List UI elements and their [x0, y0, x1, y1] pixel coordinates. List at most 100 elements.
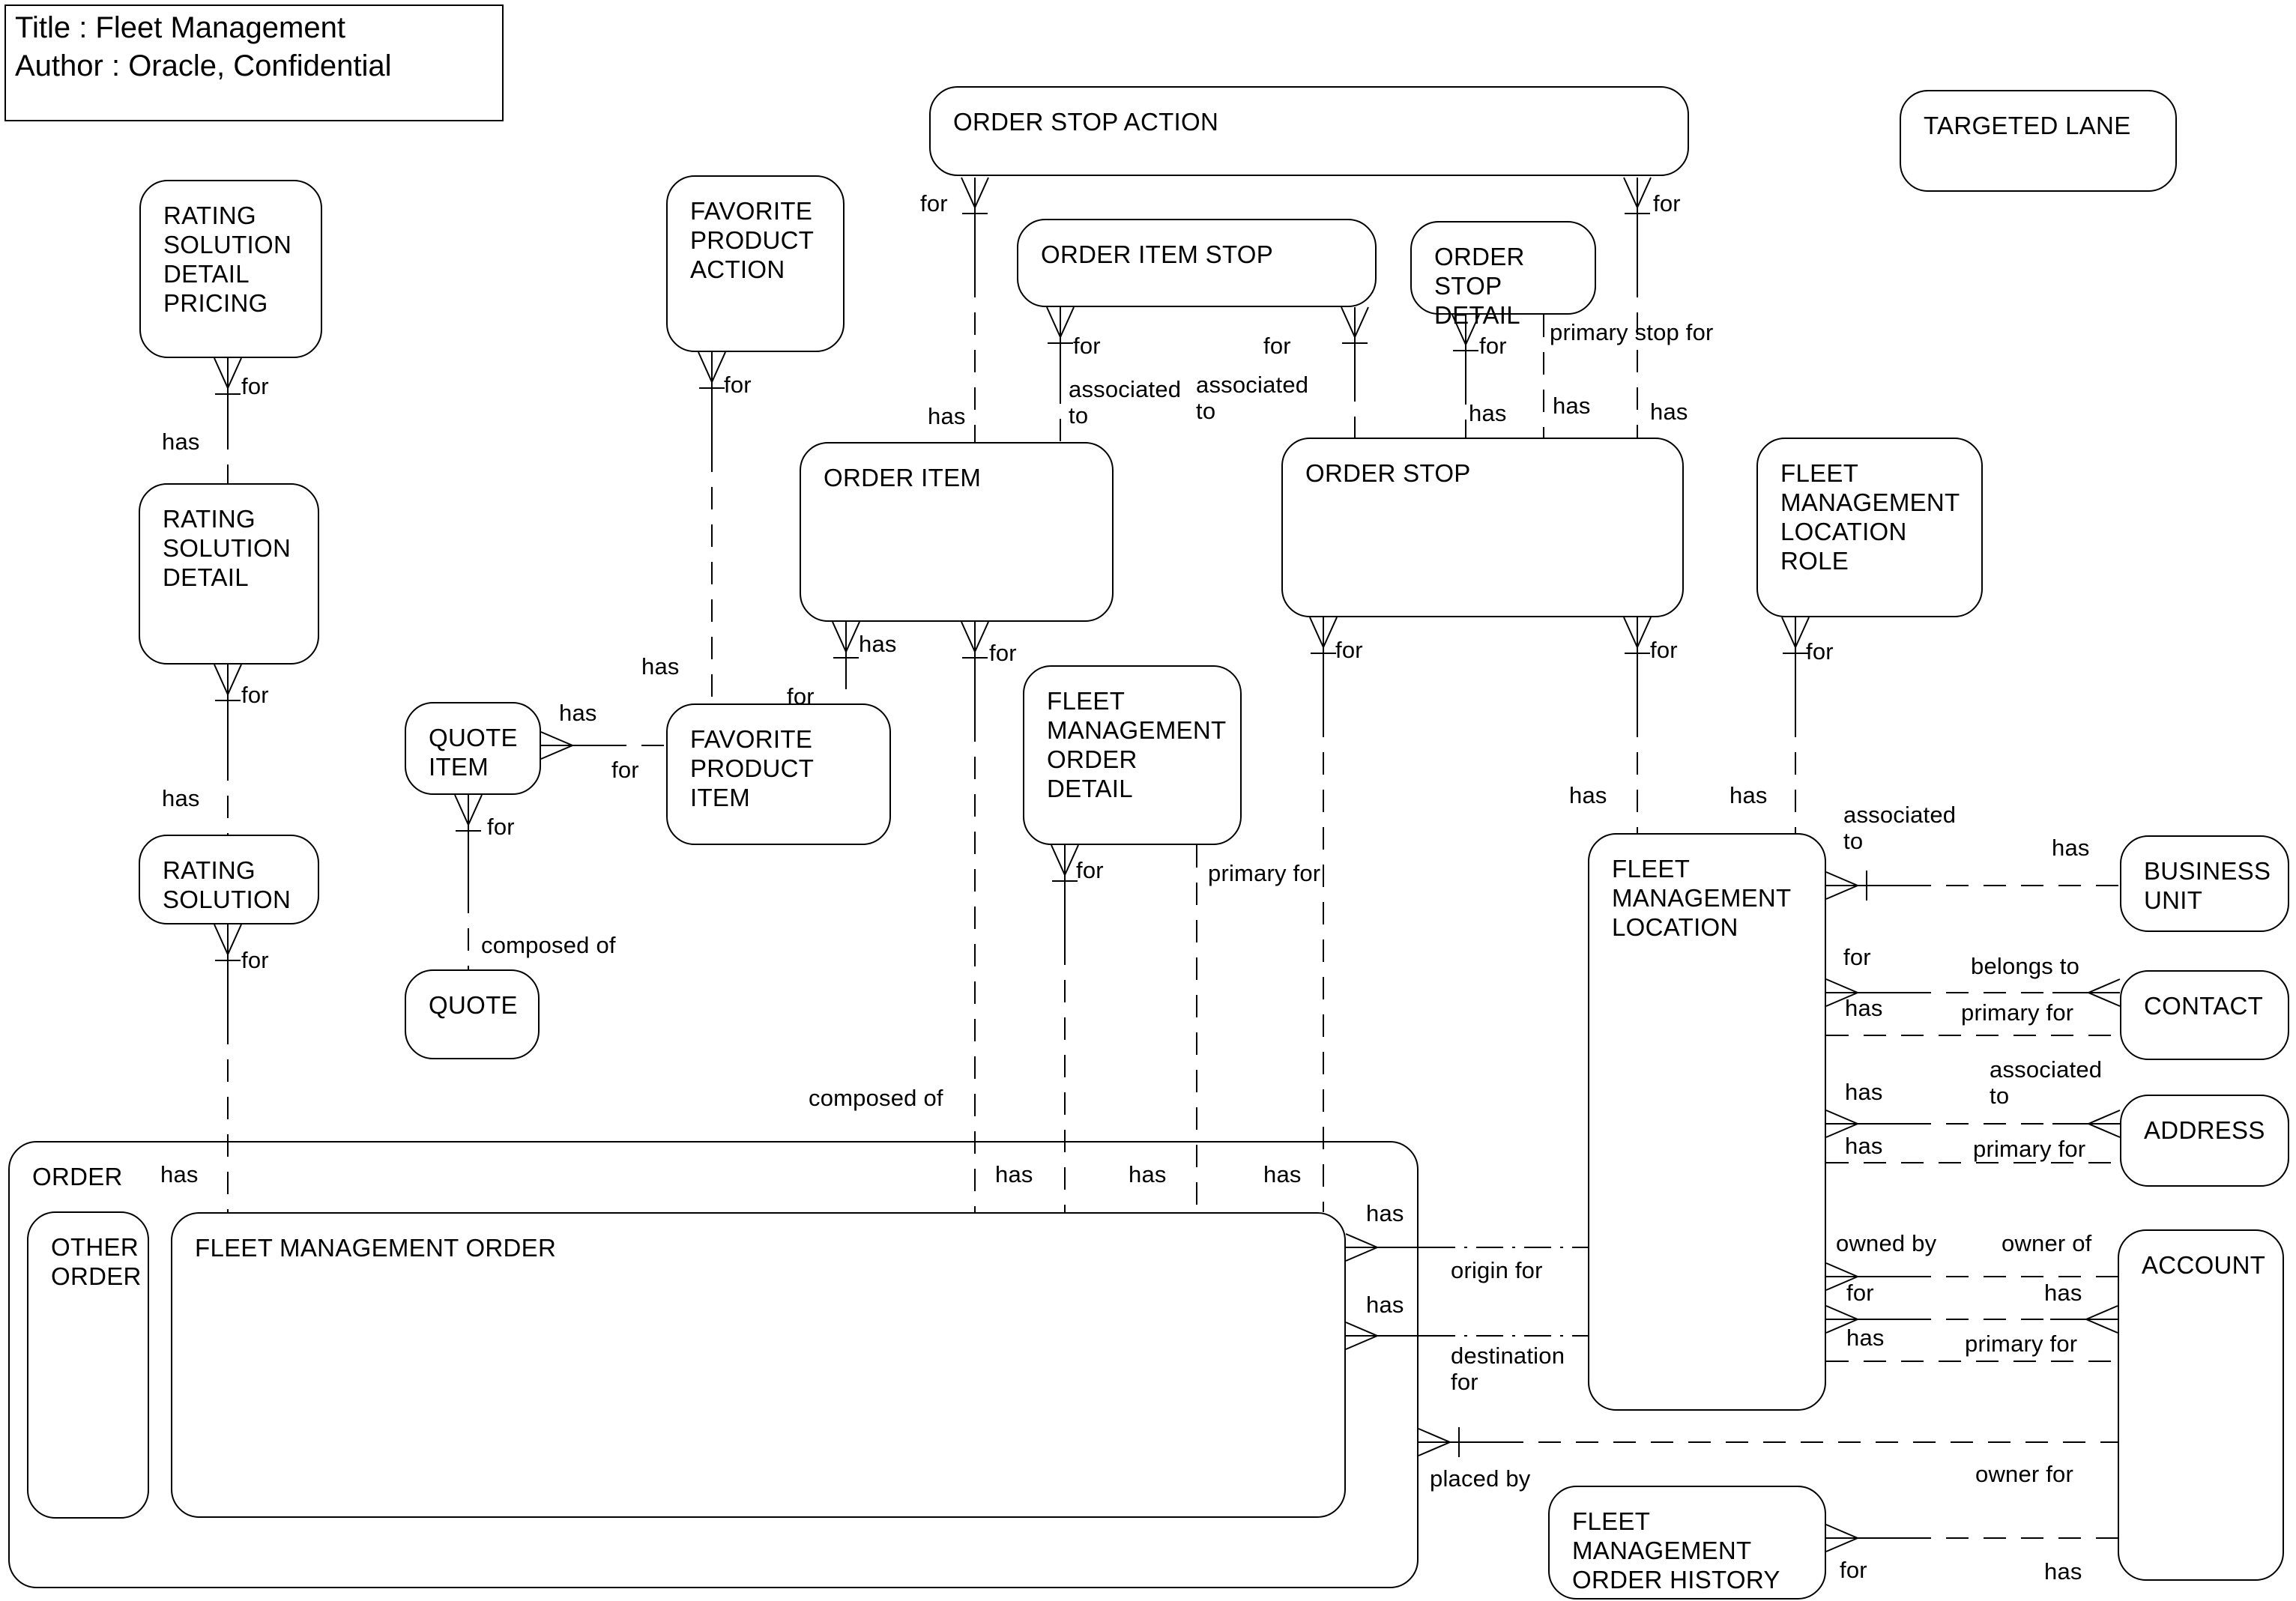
- entity-order-item-stop-label: ORDER ITEM STOP: [1041, 240, 1274, 268]
- relationship-label: for: [1479, 333, 1507, 359]
- connector-lines-dashed: [227, 275, 2120, 1539]
- entity-account: ACCOUNT: [2118, 1229, 2284, 1581]
- relationship-label: for: [1263, 333, 1291, 359]
- relationship-label: for: [787, 683, 815, 709]
- entity-fleet-management-order-label: FLEET MANAGEMENT ORDER: [195, 1234, 557, 1262]
- relationship-label: primary for: [1961, 999, 2074, 1026]
- entity-quote-item-label: QUOTE ITEM: [429, 724, 518, 781]
- relationship-label: composed of: [809, 1085, 943, 1111]
- relationship-label: for: [241, 947, 269, 973]
- relationship-label: has: [559, 700, 597, 726]
- entity-address-label: ADDRESS: [2144, 1116, 2265, 1144]
- relationship-label: owned by: [1836, 1230, 1937, 1256]
- entity-fleet-management-location-label: FLEET MANAGEMENT LOCATION: [1612, 855, 1792, 941]
- entity-order-stop-detail-label: ORDER STOP DETAIL: [1434, 243, 1525, 329]
- entity-quote-item: QUOTE ITEM: [405, 702, 541, 795]
- entity-rating-solution-detail: RATING SOLUTION DETAIL: [139, 483, 319, 665]
- entity-rating-solution: RATING SOLUTION: [139, 835, 319, 924]
- diagram-title: Title : Fleet Management: [15, 11, 345, 44]
- relationship-label: for: [1076, 857, 1104, 883]
- entity-order-stop: ORDER STOP: [1281, 438, 1684, 617]
- relationship-label: for: [1806, 638, 1834, 665]
- entity-order-stop-action: ORDER STOP ACTION: [929, 86, 1689, 176]
- entity-fleet-management-order-detail: FLEET MANAGEMENT ORDER DETAIL: [1023, 665, 1242, 845]
- relationship-label: for: [1650, 637, 1678, 663]
- relationship-label: for: [487, 814, 515, 840]
- entity-other-order: OTHER ORDER: [27, 1211, 149, 1519]
- entity-targeted-lane: TARGETED LANE: [1900, 90, 2177, 192]
- relationship-label: has: [1845, 1079, 1883, 1105]
- entity-contact: CONTACT: [2120, 970, 2289, 1060]
- relationship-label: for: [241, 682, 269, 708]
- relationship-label: primary stop for: [1550, 319, 1714, 345]
- relationship-label: placed by: [1430, 1465, 1531, 1492]
- relationship-label: for: [1653, 190, 1681, 217]
- relationship-label: has: [2044, 1558, 2082, 1585]
- entity-contact-label: CONTACT: [2144, 992, 2264, 1020]
- relationship-label: has: [162, 785, 200, 811]
- relationship-label: associated to: [1843, 802, 1957, 854]
- entity-favorite-product-item: FAVORITE PRODUCT ITEM: [666, 703, 891, 845]
- diagram-author: Author : Oracle, Confidential: [15, 49, 392, 82]
- relationship-label: has: [1366, 1200, 1404, 1226]
- relationship-label: has: [1469, 400, 1507, 426]
- relationship-label: has: [641, 653, 680, 680]
- entity-business-unit-label: BUSINESS UNIT: [2144, 857, 2271, 914]
- entity-order-item: ORDER ITEM: [800, 442, 1114, 622]
- relationship-label: has: [1845, 995, 1883, 1021]
- connector-lines-solid: [214, 177, 2121, 1552]
- entity-rating-solution-label: RATING SOLUTION: [163, 856, 291, 913]
- relationship-label: composed of: [481, 932, 616, 958]
- entity-rating-solution-detail-pricing-label: RATING SOLUTION DETAIL PRICING: [163, 202, 292, 317]
- relationship-label: belongs to: [1971, 953, 2080, 979]
- relationship-label: has: [2044, 1280, 2082, 1306]
- relationship-label: origin for: [1451, 1257, 1543, 1283]
- relationship-label: has: [1263, 1161, 1302, 1187]
- relationship-label: primary for: [1208, 860, 1321, 886]
- entity-fleet-management-order-detail-label: FLEET MANAGEMENT ORDER DETAIL: [1047, 687, 1227, 802]
- entity-order-item-stop: ORDER ITEM STOP: [1017, 219, 1377, 307]
- relationship-label: has: [1366, 1292, 1404, 1318]
- entity-fleet-management-location: FLEET MANAGEMENT LOCATION: [1588, 833, 1826, 1411]
- relationship-label: has: [162, 429, 200, 455]
- relationship-label: for: [611, 757, 639, 783]
- relationship-label: primary for: [1973, 1136, 2086, 1162]
- entity-address: ADDRESS: [2120, 1095, 2289, 1187]
- relationship-label: has: [2052, 835, 2090, 861]
- relationship-label: for: [1335, 637, 1363, 663]
- relationship-label: has: [1129, 1161, 1167, 1187]
- relationship-label: associated to: [1990, 1056, 2103, 1109]
- relationship-label: has: [1553, 393, 1591, 419]
- entity-fleet-management-order: FLEET MANAGEMENT ORDER: [171, 1212, 1346, 1518]
- relationship-label: has: [1846, 1325, 1885, 1351]
- relationship-label: for: [920, 190, 948, 217]
- relationship-label: for: [1073, 333, 1101, 359]
- relationship-label: destination for: [1451, 1343, 1565, 1395]
- entity-quote-label: QUOTE: [429, 991, 518, 1019]
- relationship-label: primary for: [1965, 1331, 2078, 1357]
- entity-rating-solution-detail-label: RATING SOLUTION DETAIL: [163, 505, 291, 591]
- relationship-label: has: [160, 1161, 199, 1187]
- entity-fleet-management-location-role-label: FLEET MANAGEMENT LOCATION ROLE: [1780, 459, 1960, 575]
- entity-order-stop-action-label: ORDER STOP ACTION: [953, 108, 1219, 136]
- connector-lines-dashdot: [1428, 1247, 1588, 1337]
- entity-favorite-product-action: FAVORITE PRODUCT ACTION: [666, 175, 845, 352]
- entity-fleet-management-order-history-label: FLEET MANAGEMENT ORDER HISTORY: [1572, 1507, 1780, 1594]
- relationship-label: for: [241, 373, 269, 399]
- relationship-label: has: [1845, 1133, 1883, 1159]
- relationship-label: for: [989, 640, 1017, 666]
- relationship-label: for: [724, 372, 752, 398]
- relationship-label: for: [1843, 944, 1871, 970]
- entity-business-unit: BUSINESS UNIT: [2120, 835, 2289, 932]
- relationship-label: for: [1846, 1280, 1874, 1306]
- entity-order-stop-label: ORDER STOP: [1305, 459, 1471, 487]
- relationship-label: for: [1840, 1557, 1867, 1583]
- entity-order-item-label: ORDER ITEM: [824, 464, 982, 491]
- relationship-label: has: [1650, 399, 1688, 425]
- entity-targeted-lane-label: TARGETED LANE: [1924, 112, 2131, 139]
- relationship-label: associated to: [1196, 372, 1309, 424]
- entity-fleet-management-location-role: FLEET MANAGEMENT LOCATION ROLE: [1756, 438, 1983, 617]
